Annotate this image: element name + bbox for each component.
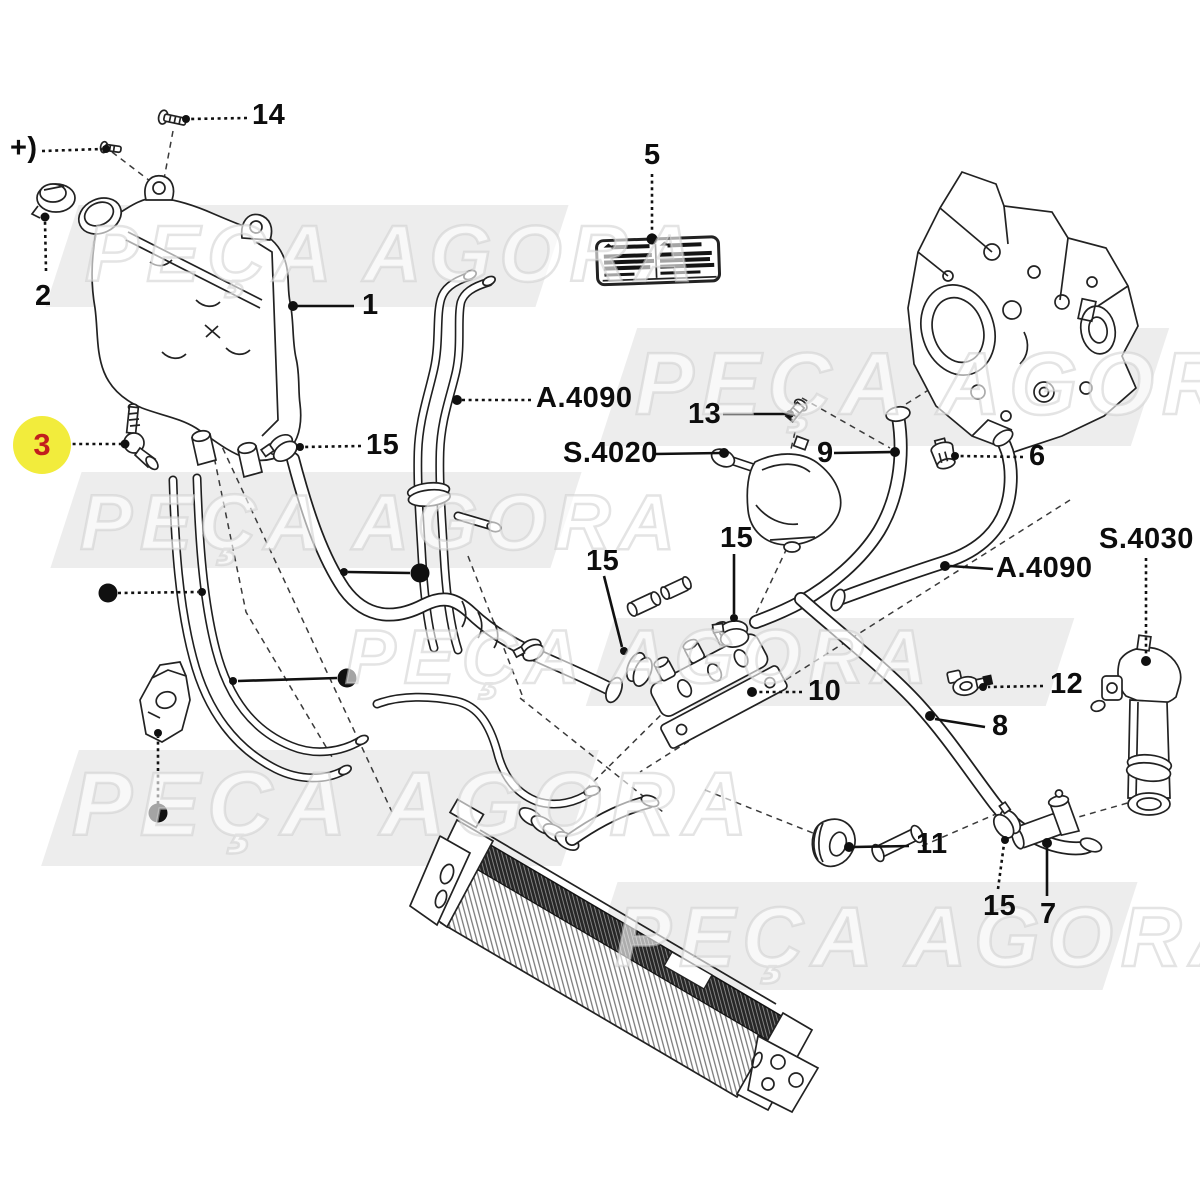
radiator-inlet-neck — [518, 807, 580, 851]
callout-part-1: 1 — [362, 289, 379, 321]
bleed-valve — [123, 403, 159, 471]
coolant-pipes-pair — [173, 478, 369, 778]
thermostat-housing-s4030 — [1090, 634, 1182, 816]
hose-9 — [756, 405, 911, 622]
callout-part-10: 10 — [808, 675, 842, 707]
clamp-15-tank — [259, 433, 298, 463]
tank-mount-ear — [144, 174, 175, 201]
engine-block — [907, 170, 1139, 453]
callout-part-14: 14 — [252, 99, 286, 131]
clamp-15-manifold — [711, 620, 750, 648]
callout-part-6: 6 — [1029, 440, 1046, 472]
callout-ref-s4020: S.4020 — [563, 437, 658, 469]
callout-plus-note: +) — [10, 132, 38, 164]
radiator — [408, 794, 820, 1114]
callout-part-15-elbow: 15 — [983, 890, 1017, 922]
callout-ref-a4090-lower: A.4090 — [996, 552, 1093, 584]
hose-8 — [801, 599, 1103, 854]
hose-clamp-small — [512, 638, 545, 662]
sensor-fitting-12 — [946, 669, 994, 697]
water-pump-s4020 — [710, 435, 842, 553]
metal-pipe-long — [377, 697, 601, 804]
pipe-assembly-a4090-upper — [406, 269, 502, 650]
callout-part-9: 9 — [817, 437, 834, 469]
construction-lines — [111, 130, 1139, 847]
callout-part-12: 12 — [1050, 668, 1084, 700]
expansion-tank — [77, 174, 302, 479]
callout-part-15-manifold: 15 — [720, 522, 754, 554]
clamp-15-elbow — [992, 800, 1022, 839]
lower-radiator-hose — [293, 459, 653, 704]
callout-ref-a4090-upper: A.4090 — [536, 382, 633, 414]
callout-part-13: 13 — [688, 398, 722, 430]
elbow-7 — [1010, 789, 1081, 850]
callout-part-2: 2 — [35, 280, 52, 312]
callout-ref-s4030: S.4030 — [1099, 523, 1194, 555]
callout-part-15-hose: 15 — [586, 545, 620, 577]
warning-label — [595, 235, 722, 287]
callout-part-8: 8 — [992, 710, 1009, 742]
leader-lines — [40, 115, 1151, 896]
hose-a4090-lower — [830, 429, 1016, 612]
screw-13 — [784, 398, 808, 423]
callout-part-15-tank: 15 — [366, 429, 400, 461]
manifold-connector-10 — [626, 576, 788, 749]
callout-part-5: 5 — [644, 139, 661, 171]
hose-end-cuff — [625, 651, 653, 687]
pipe-bracket — [139, 661, 191, 743]
fitting-6 — [930, 437, 956, 470]
tank-mount-ear — [240, 213, 273, 241]
pipe-end — [871, 824, 924, 863]
screw-14 — [157, 109, 187, 126]
callout-part-7: 7 — [1040, 898, 1057, 930]
callout-part-3-highlighted: 3 — [13, 416, 71, 474]
callout-part-11: 11 — [916, 828, 948, 860]
callout-part-3-label: 3 — [33, 427, 51, 462]
tank-cap — [30, 183, 76, 219]
